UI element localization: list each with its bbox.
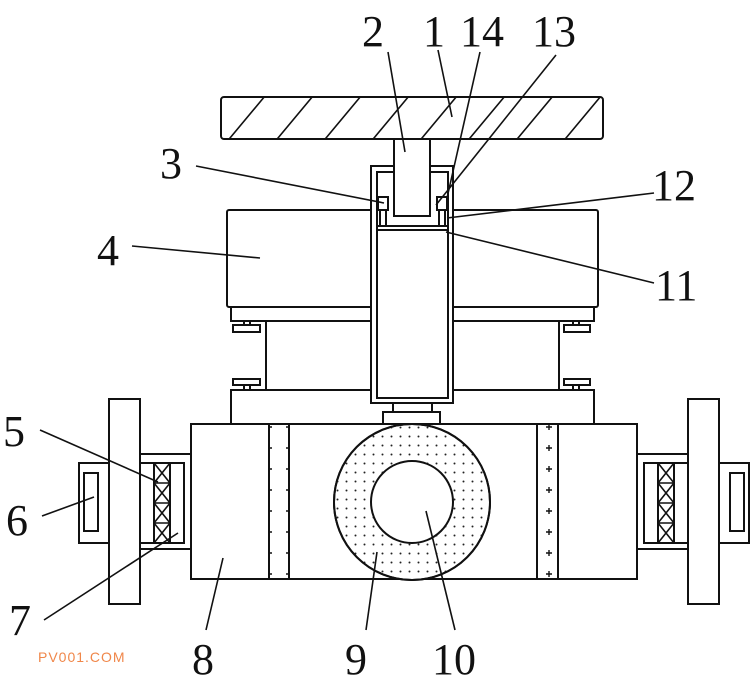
connector-block [382,411,441,425]
right-side-assembly [636,398,750,605]
top-plate [220,96,604,140]
label-8: 8 [192,635,214,683]
support-columns [265,321,560,390]
shaft [393,138,431,217]
label-5: 5 [3,407,25,456]
label-9: 9 [345,635,367,683]
left-side-assembly [78,398,192,605]
band-left [268,423,290,580]
wheel-left [108,398,141,605]
label-7: 7 [9,596,31,645]
label-10: 10 [432,635,476,683]
label-2: 2 [362,7,384,56]
hatching [221,97,603,139]
connector-neck [392,402,433,413]
label-14: 14 [460,7,504,56]
label-12: 12 [652,161,696,210]
bearing-right [436,196,448,211]
label-1: 1 [423,7,445,56]
label-3: 3 [160,139,182,188]
label-11: 11 [655,261,697,310]
label-13: 13 [532,7,576,56]
label-4: 4 [97,226,119,275]
ring-bore [370,460,454,544]
band-right [536,423,559,580]
label-6: 6 [6,496,28,545]
leader-lines [39,49,655,631]
watermark: PV001.COM [38,649,126,665]
bolts [232,320,591,391]
